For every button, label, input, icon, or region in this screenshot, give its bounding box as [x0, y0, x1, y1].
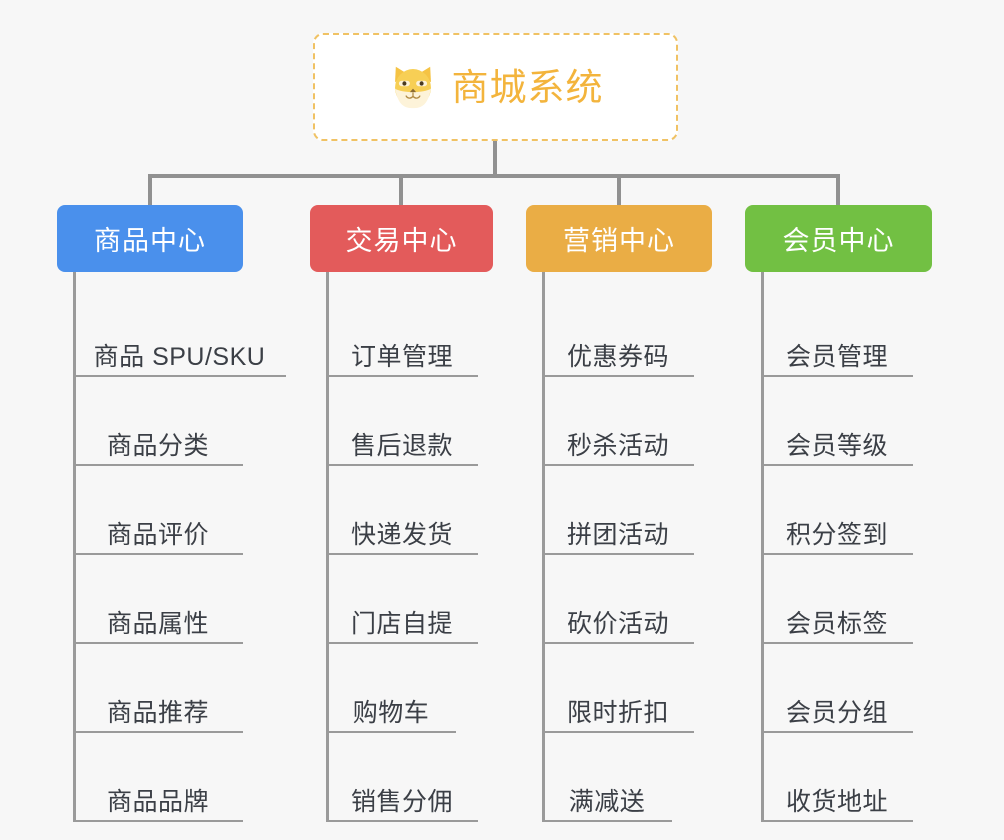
item-label: 会员等级: [785, 431, 888, 460]
item-label: 限时折扣: [566, 698, 669, 727]
item-label: 快递发货: [350, 520, 453, 549]
connector-horizontal-bus: [148, 174, 840, 178]
item-label: 秒杀活动: [566, 431, 669, 460]
list-item[interactable]: 会员等级: [761, 377, 913, 466]
list-item[interactable]: 商品品牌: [73, 733, 243, 822]
column-header-trade-center[interactable]: 交易中心: [310, 205, 493, 272]
list-item[interactable]: 商品分类: [73, 377, 243, 466]
list-item[interactable]: 会员管理: [761, 288, 913, 377]
list-item[interactable]: 门店自提: [326, 555, 478, 644]
list-item[interactable]: 满减送: [542, 733, 672, 822]
shiba-dog-face-icon: [388, 62, 438, 112]
list-item[interactable]: 订单管理: [326, 288, 478, 377]
item-label: 商品 SPU/SKU: [93, 342, 266, 371]
list-item[interactable]: 限时折扣: [542, 644, 694, 733]
column-product-center: 商品中心 商品 SPU/SKU 商品分类 商品评价 商品属性 商品推荐 商品品牌: [57, 205, 286, 822]
list-item[interactable]: 收货地址: [761, 733, 913, 822]
connector-root-stem: [493, 141, 497, 177]
column-items-member-center: 会员管理 会员等级 积分签到 会员标签 会员分组 收货地址: [745, 272, 932, 822]
root-title: 商城系统: [451, 66, 604, 108]
column-trade-center: 交易中心 订单管理 售后退款 快递发货 门店自提 购物车 销售分佣: [310, 205, 493, 822]
column-marketing-center: 营销中心 优惠券码 秒杀活动 拼团活动 砍价活动 限时折扣 满减送: [526, 205, 712, 822]
list-item[interactable]: 拼团活动: [542, 466, 694, 555]
connector-drop-3: [836, 174, 840, 206]
item-label: 订单管理: [350, 342, 453, 371]
root-node[interactable]: 商城系统: [313, 33, 678, 141]
item-label: 满减送: [568, 787, 646, 816]
column-member-center: 会员中心 会员管理 会员等级 积分签到 会员标签 会员分组 收货地址: [745, 205, 932, 822]
item-label: 会员标签: [785, 609, 888, 638]
column-items-product-center: 商品 SPU/SKU 商品分类 商品评价 商品属性 商品推荐 商品品牌: [57, 272, 286, 822]
list-item[interactable]: 购物车: [326, 644, 456, 733]
item-label: 会员管理: [785, 342, 888, 371]
item-label: 优惠券码: [566, 342, 669, 371]
connector-drop-0: [148, 174, 152, 206]
list-item[interactable]: 商品属性: [73, 555, 243, 644]
column-header-member-center[interactable]: 会员中心: [745, 205, 932, 272]
connector-drop-1: [399, 174, 403, 206]
list-item[interactable]: 商品评价: [73, 466, 243, 555]
list-item[interactable]: 商品推荐: [73, 644, 243, 733]
item-label: 商品属性: [106, 609, 209, 638]
column-items-marketing-center: 优惠券码 秒杀活动 拼团活动 砍价活动 限时折扣 满减送: [526, 272, 712, 822]
item-label: 销售分佣: [350, 787, 453, 816]
item-label: 购物车: [352, 698, 430, 727]
list-item[interactable]: 优惠券码: [542, 288, 694, 377]
item-label: 拼团活动: [566, 520, 669, 549]
list-item[interactable]: 商品 SPU/SKU: [73, 288, 286, 377]
column-header-product-center[interactable]: 商品中心: [57, 205, 243, 272]
item-label: 积分签到: [785, 520, 888, 549]
list-item[interactable]: 积分签到: [761, 466, 913, 555]
item-label: 商品分类: [106, 431, 209, 460]
list-item[interactable]: 砍价活动: [542, 555, 694, 644]
item-label: 砍价活动: [566, 609, 669, 638]
list-item[interactable]: 秒杀活动: [542, 377, 694, 466]
list-item[interactable]: 售后退款: [326, 377, 478, 466]
list-item[interactable]: 会员分组: [761, 644, 913, 733]
list-item[interactable]: 销售分佣: [326, 733, 478, 822]
list-item[interactable]: 会员标签: [761, 555, 913, 644]
item-label: 售后退款: [350, 431, 453, 460]
connector-drop-2: [617, 174, 621, 206]
item-label: 会员分组: [785, 698, 888, 727]
column-header-marketing-center[interactable]: 营销中心: [526, 205, 712, 272]
item-label: 门店自提: [350, 609, 453, 638]
item-label: 收货地址: [785, 787, 888, 816]
item-label: 商品评价: [106, 520, 209, 549]
item-label: 商品推荐: [106, 698, 209, 727]
column-items-trade-center: 订单管理 售后退款 快递发货 门店自提 购物车 销售分佣: [310, 272, 493, 822]
item-label: 商品品牌: [106, 787, 209, 816]
list-item[interactable]: 快递发货: [326, 466, 478, 555]
